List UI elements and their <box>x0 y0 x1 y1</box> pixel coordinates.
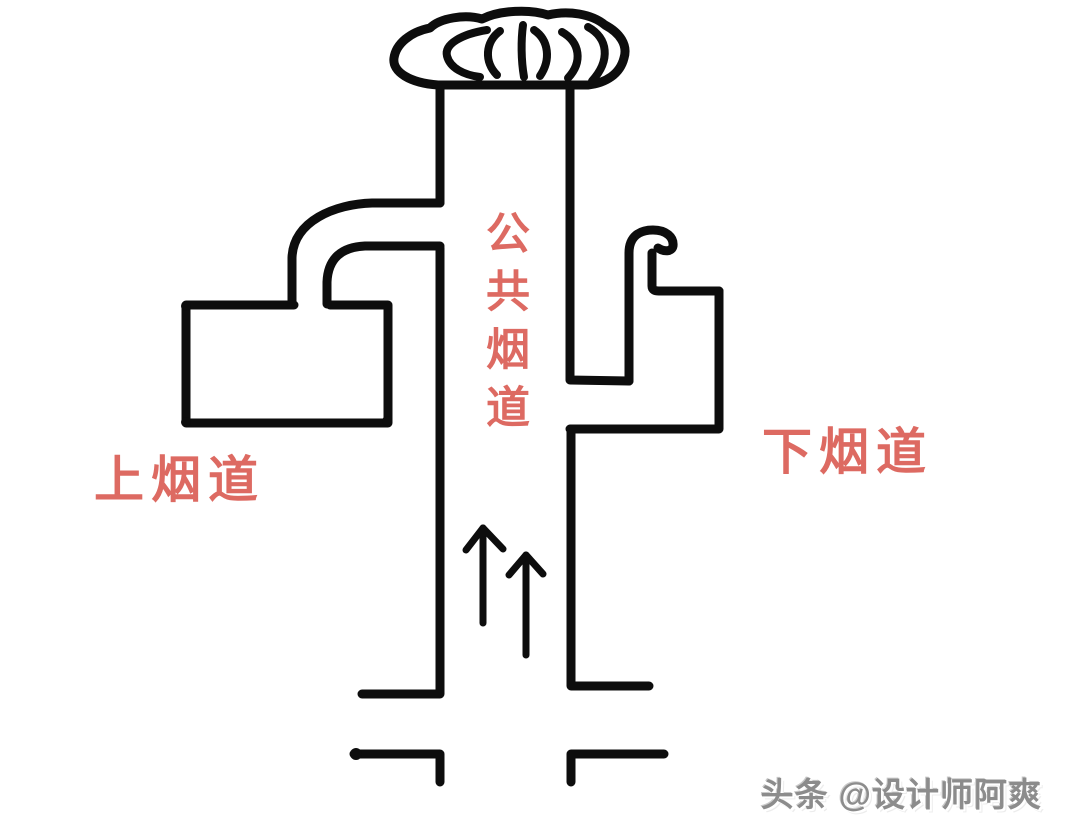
lower-flue-chamber <box>565 225 724 434</box>
upper-flue-box <box>181 300 393 428</box>
upper-flue-label: 上烟道 <box>94 452 265 508</box>
lower-flue-label: 下烟道 <box>762 424 933 480</box>
common-flue-label: 公共烟道 <box>479 210 528 442</box>
airflow-up-arrows <box>462 524 547 659</box>
upper-flue-pipe <box>287 198 445 309</box>
watermark-text: 头条 @设计师阿爽 <box>760 776 1042 813</box>
common-flue-duct <box>357 83 654 699</box>
floor-slab-lines <box>349 748 669 787</box>
vent-cap-icon <box>389 6 630 90</box>
